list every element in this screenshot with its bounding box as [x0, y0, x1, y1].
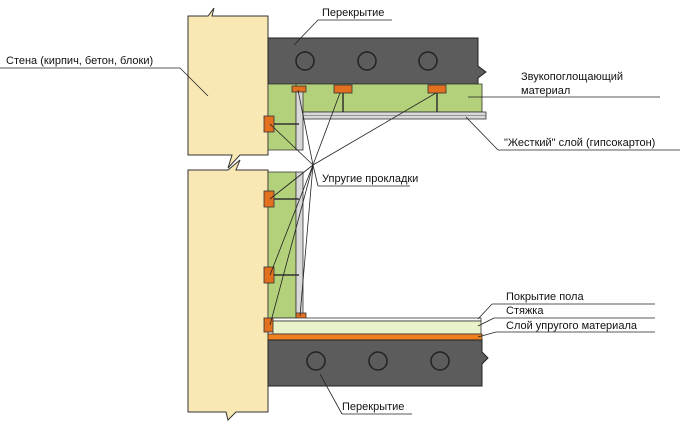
label-screed: Стяжка — [506, 305, 544, 317]
label-bottom-slab: Перекрытие — [342, 401, 404, 413]
elastic-pad — [333, 84, 353, 94]
leader-line — [319, 373, 343, 415]
label-rigid-layer: "Жесткий" слой (гипсокартон) — [504, 137, 655, 149]
wall — [187, 7, 269, 421]
leader-line — [269, 164, 314, 276]
slab-hole — [368, 351, 388, 371]
slab-hole — [295, 51, 315, 71]
leader-line — [477, 331, 497, 338]
slab-hole — [430, 351, 450, 371]
screed — [272, 320, 482, 335]
leader-line — [465, 116, 499, 151]
label-wall: Стена (кирпич, бетон, блоки) — [6, 55, 153, 67]
slab-hole — [306, 351, 326, 371]
elastic-layer — [267, 333, 483, 341]
leader-line — [477, 317, 495, 327]
bottom-slab-body — [267, 339, 489, 387]
slab-hole — [418, 51, 438, 71]
elastic-pad — [263, 317, 275, 333]
elastic-pad — [427, 84, 447, 94]
labels: Перекрытие Стена (кирпич, бетон, блоки) … — [6, 7, 655, 413]
bottom-slab — [267, 339, 489, 387]
top-slab — [267, 37, 487, 85]
wall-upper-section — [187, 7, 269, 169]
label-elastic-pads: Упругие прокладки — [322, 173, 418, 185]
label-top-slab: Перекрытие — [322, 7, 384, 19]
floor-covering — [272, 317, 482, 322]
elastic-pad — [263, 266, 275, 284]
ceiling-hangers — [291, 84, 447, 112]
floor-buildup — [267, 317, 483, 341]
label-sound-absorbing-line2: материал — [521, 85, 570, 97]
label-floor-covering: Покрытие пола — [506, 291, 584, 303]
leader-line — [269, 164, 314, 326]
leader-lines — [0, 19, 680, 415]
label-sound-absorbing-line1: Звукопоглощающий — [521, 71, 623, 83]
elastic-pad — [291, 85, 307, 93]
leader-line — [477, 303, 493, 320]
top-slab-body — [267, 37, 487, 85]
leader-line — [269, 123, 314, 166]
elastic-pad — [263, 115, 275, 133]
gypsum-board — [295, 87, 487, 319]
ceiling-absorber — [295, 83, 483, 113]
leader-line — [312, 92, 437, 166]
leader-line — [293, 19, 319, 46]
slab-hole — [357, 51, 377, 71]
leader-line — [297, 89, 314, 166]
leader-line — [269, 164, 314, 200]
wall-lower-section — [187, 159, 269, 421]
elastic-pad — [263, 190, 275, 208]
leader-line — [179, 67, 209, 97]
label-elastic-layer: Слой упругого материала — [506, 320, 638, 332]
leader-line — [312, 164, 319, 187]
wall-brackets — [263, 115, 307, 333]
leader-line — [312, 92, 341, 166]
leader-line — [299, 164, 314, 317]
